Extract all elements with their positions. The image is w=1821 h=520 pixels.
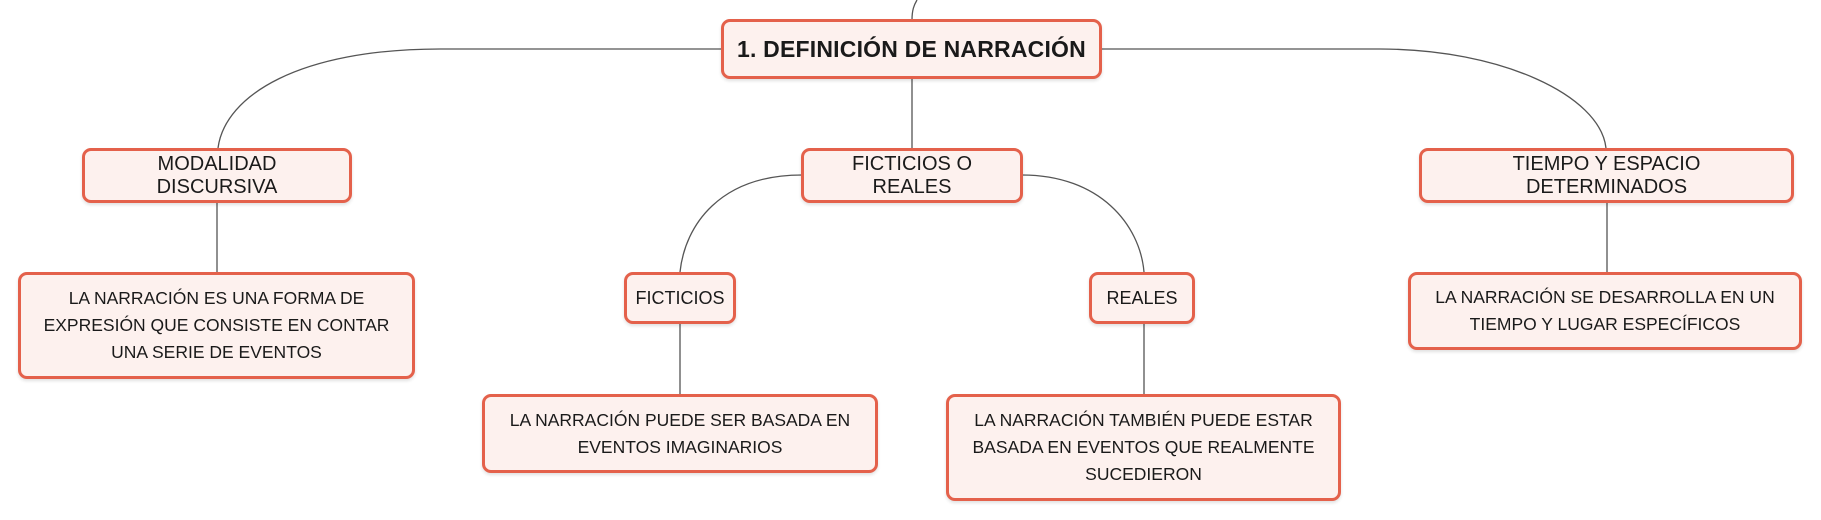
connector-fr-to-ficticios bbox=[679, 174, 803, 273]
node-ficticios-o-reales-label: FICTICIOS O REALES bbox=[852, 152, 972, 198]
node-modalidad-discursiva[interactable]: MODALIDAD DISCURSIVA bbox=[82, 148, 352, 203]
node-ficticios[interactable]: FICTICIOS bbox=[624, 272, 736, 324]
connector-fr-to-reales bbox=[1021, 174, 1145, 273]
node-modalidad-detail-text: LA NARRACIÓN ES UNA FORMA DE EXPRESIÓN Q… bbox=[43, 288, 390, 362]
node-modalidad-discursiva-label: MODALIDAD DISCURSIVA bbox=[156, 152, 278, 198]
node-reales-detail[interactable]: LA NARRACIÓN TAMBIÉN PUEDE ESTAR BASADA … bbox=[946, 394, 1341, 501]
node-reales-detail-text: LA NARRACIÓN TAMBIÉN PUEDE ESTAR BASADA … bbox=[972, 410, 1315, 484]
node-tiempo-y-espacio[interactable]: TIEMPO Y ESPACIO DETERMINADOS bbox=[1419, 148, 1794, 203]
node-tiempo-y-espacio-label: TIEMPO Y ESPACIO DETERMINADOS bbox=[1512, 152, 1701, 198]
root-node-label: 1. DEFINICIÓN DE NARRACIÓN bbox=[737, 35, 1086, 62]
connector-incoming bbox=[911, 0, 918, 21]
root-node[interactable]: 1. DEFINICIÓN DE NARRACIÓN bbox=[721, 19, 1102, 79]
node-ficticios-detail-text: LA NARRACIÓN PUEDE SER BASADA EN EVENTOS… bbox=[509, 409, 851, 457]
node-modalidad-detail[interactable]: LA NARRACIÓN ES UNA FORMA DE EXPRESIÓN Q… bbox=[18, 272, 415, 379]
node-reales[interactable]: REALES bbox=[1089, 272, 1195, 324]
node-ficticios-o-reales[interactable]: FICTICIOS O REALES bbox=[801, 148, 1023, 203]
node-ficticios-label: FICTICIOS bbox=[635, 287, 725, 308]
node-tiempo-detail-text: LA NARRACIÓN SE DESARROLLA EN UN TIEMPO … bbox=[1435, 287, 1775, 334]
node-ficticios-detail[interactable]: LA NARRACIÓN PUEDE SER BASADA EN EVENTOS… bbox=[482, 394, 878, 473]
connector-root-to-modalidad bbox=[217, 48, 723, 149]
node-reales-label: REALES bbox=[1106, 287, 1178, 308]
node-tiempo-detail[interactable]: LA NARRACIÓN SE DESARROLLA EN UN TIEMPO … bbox=[1408, 272, 1802, 350]
connector-root-to-tiempo bbox=[1100, 48, 1607, 149]
